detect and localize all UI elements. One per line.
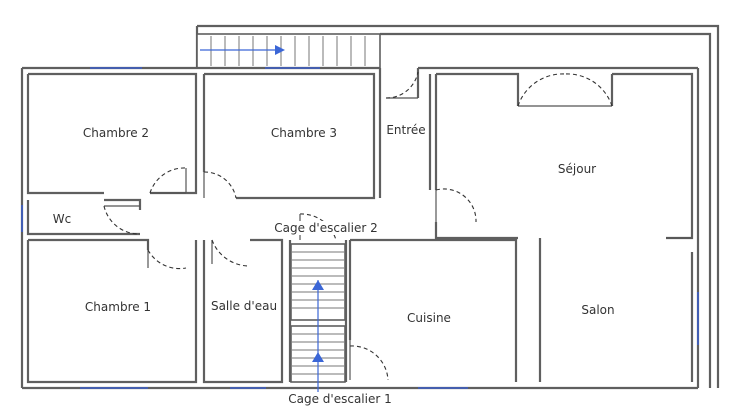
room-label-cage1: Cage d'escalier 1	[288, 392, 392, 406]
top-stair	[196, 33, 381, 69]
room-label-salle-eau: Salle d'eau	[210, 299, 278, 313]
room-label-cage2: Cage d'escalier 2	[272, 221, 380, 235]
room-label-salon: Salon	[581, 303, 615, 317]
interior-walls	[26, 68, 694, 384]
room-label-chambre2: Chambre 2	[82, 126, 150, 140]
room-label-chambre1: Chambre 1	[84, 300, 152, 314]
central-stair	[290, 243, 346, 392]
room-label-chambre3: Chambre 3	[270, 126, 338, 140]
terrace-wall	[195, 24, 720, 388]
doors	[103, 71, 692, 381]
exterior-walls	[20, 66, 700, 390]
room-label-entree: Entrée	[386, 123, 426, 137]
room-label-wc: Wc	[52, 212, 72, 226]
room-label-sejour: Séjour	[557, 162, 597, 176]
room-label-cuisine: Cuisine	[407, 311, 451, 325]
